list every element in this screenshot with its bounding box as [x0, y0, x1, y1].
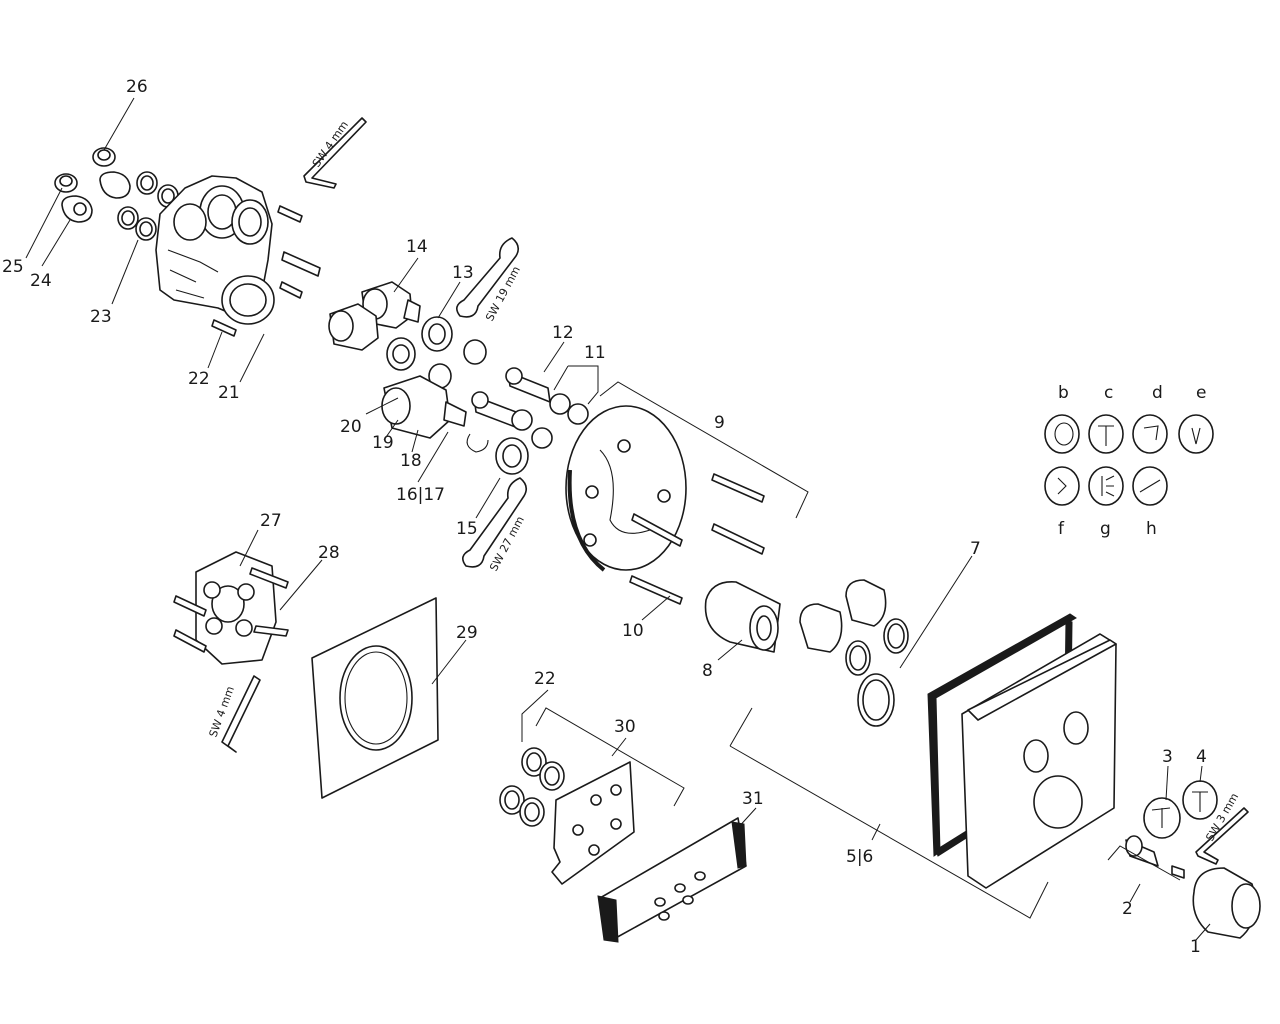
rings-11 — [549, 393, 589, 425]
spring-coils — [428, 339, 487, 389]
label-5-6: 5|6 — [846, 847, 873, 867]
screws-22 — [211, 205, 303, 337]
thermostatic-cartridge-18 — [381, 375, 467, 439]
label-28: 28 — [318, 543, 340, 563]
clip — [466, 433, 489, 453]
pin — [281, 251, 321, 277]
label-g: g — [1100, 519, 1111, 539]
label-20: 20 — [340, 417, 362, 437]
label-21: 21 — [218, 383, 240, 403]
spindle-12 — [505, 367, 551, 403]
label-1: 1 — [1190, 937, 1201, 957]
button-variant-c — [1088, 414, 1124, 454]
label-7: 7 — [970, 539, 981, 559]
button-variant-g — [1088, 466, 1124, 506]
spindle — [471, 391, 519, 429]
frame-29 — [311, 597, 439, 799]
button-4 — [1182, 780, 1218, 820]
adapters — [799, 579, 887, 653]
spindle-2 — [1125, 835, 1185, 879]
label-30: 30 — [614, 717, 636, 737]
cap-part-25 — [54, 173, 78, 193]
seal-rings-7 — [845, 618, 909, 727]
knob-1 — [1192, 867, 1261, 939]
cap-part-26 — [92, 147, 131, 199]
label-8: 8 — [702, 661, 713, 681]
label-31: 31 — [742, 789, 764, 809]
mounting-plate-9 — [565, 405, 687, 572]
label-10: 10 — [622, 621, 644, 641]
label-27: 27 — [260, 511, 282, 531]
label-c: c — [1104, 383, 1113, 403]
seal-rings-22-bottom — [499, 747, 565, 827]
label-18: 18 — [400, 451, 422, 471]
label-e: e — [1196, 383, 1206, 403]
label-26: 26 — [126, 77, 148, 97]
label-d: d — [1152, 383, 1163, 403]
label-22-top: 22 — [188, 369, 210, 389]
label-12: 12 — [552, 323, 574, 343]
rings-center — [511, 409, 553, 449]
button-variant-d — [1132, 414, 1168, 454]
mounting-rail-31 — [597, 817, 747, 943]
labels: 26 25 24 23 22 21 14 13 12 11 9 20 19 18… — [2, 77, 1207, 957]
wrench-sw19 — [456, 237, 520, 318]
cartridge-small — [328, 303, 379, 351]
hex-key-sw3 — [1195, 807, 1249, 865]
button-3 — [1143, 797, 1181, 839]
label-14: 14 — [406, 237, 428, 257]
button-variant-f — [1044, 466, 1080, 506]
extension-sleeve-8 — [704, 581, 781, 653]
nut-13 — [421, 316, 453, 352]
rough-in-template-27-28 — [173, 551, 289, 665]
label-2: 2 — [1122, 899, 1133, 919]
label-13: 13 — [452, 263, 474, 283]
label-h: h — [1146, 519, 1157, 539]
label-b: b — [1058, 383, 1069, 403]
hex-key-sw4-bottom — [221, 675, 261, 753]
mounting-plate-30 — [551, 761, 635, 885]
label-19: 19 — [372, 433, 394, 453]
nut-15 — [495, 437, 529, 475]
button-variant-b — [1044, 414, 1080, 454]
label-3: 3 — [1162, 747, 1173, 767]
nut — [386, 337, 416, 371]
label-22-bottom: 22 — [534, 669, 556, 689]
label-23: 23 — [90, 307, 112, 327]
label-25: 25 — [2, 257, 24, 277]
label-4: 4 — [1196, 747, 1207, 767]
button-variant-h — [1132, 466, 1168, 506]
leader-lines — [25, 97, 1211, 941]
wrench-sw27 — [462, 477, 528, 568]
label-29: 29 — [456, 623, 478, 643]
label-15: 15 — [456, 519, 478, 539]
cap-part-24 — [61, 195, 93, 223]
label-9: 9 — [714, 413, 725, 433]
label-11: 11 — [584, 343, 606, 363]
hex-key-sw4-top — [303, 117, 367, 189]
label-16-17: 16|17 — [396, 485, 445, 505]
valve-body-21 — [155, 175, 275, 325]
label-24: 24 — [30, 271, 52, 291]
trim-plate-5-6 — [961, 633, 1117, 889]
button-variant-e — [1178, 414, 1214, 454]
label-f: f — [1058, 519, 1065, 539]
